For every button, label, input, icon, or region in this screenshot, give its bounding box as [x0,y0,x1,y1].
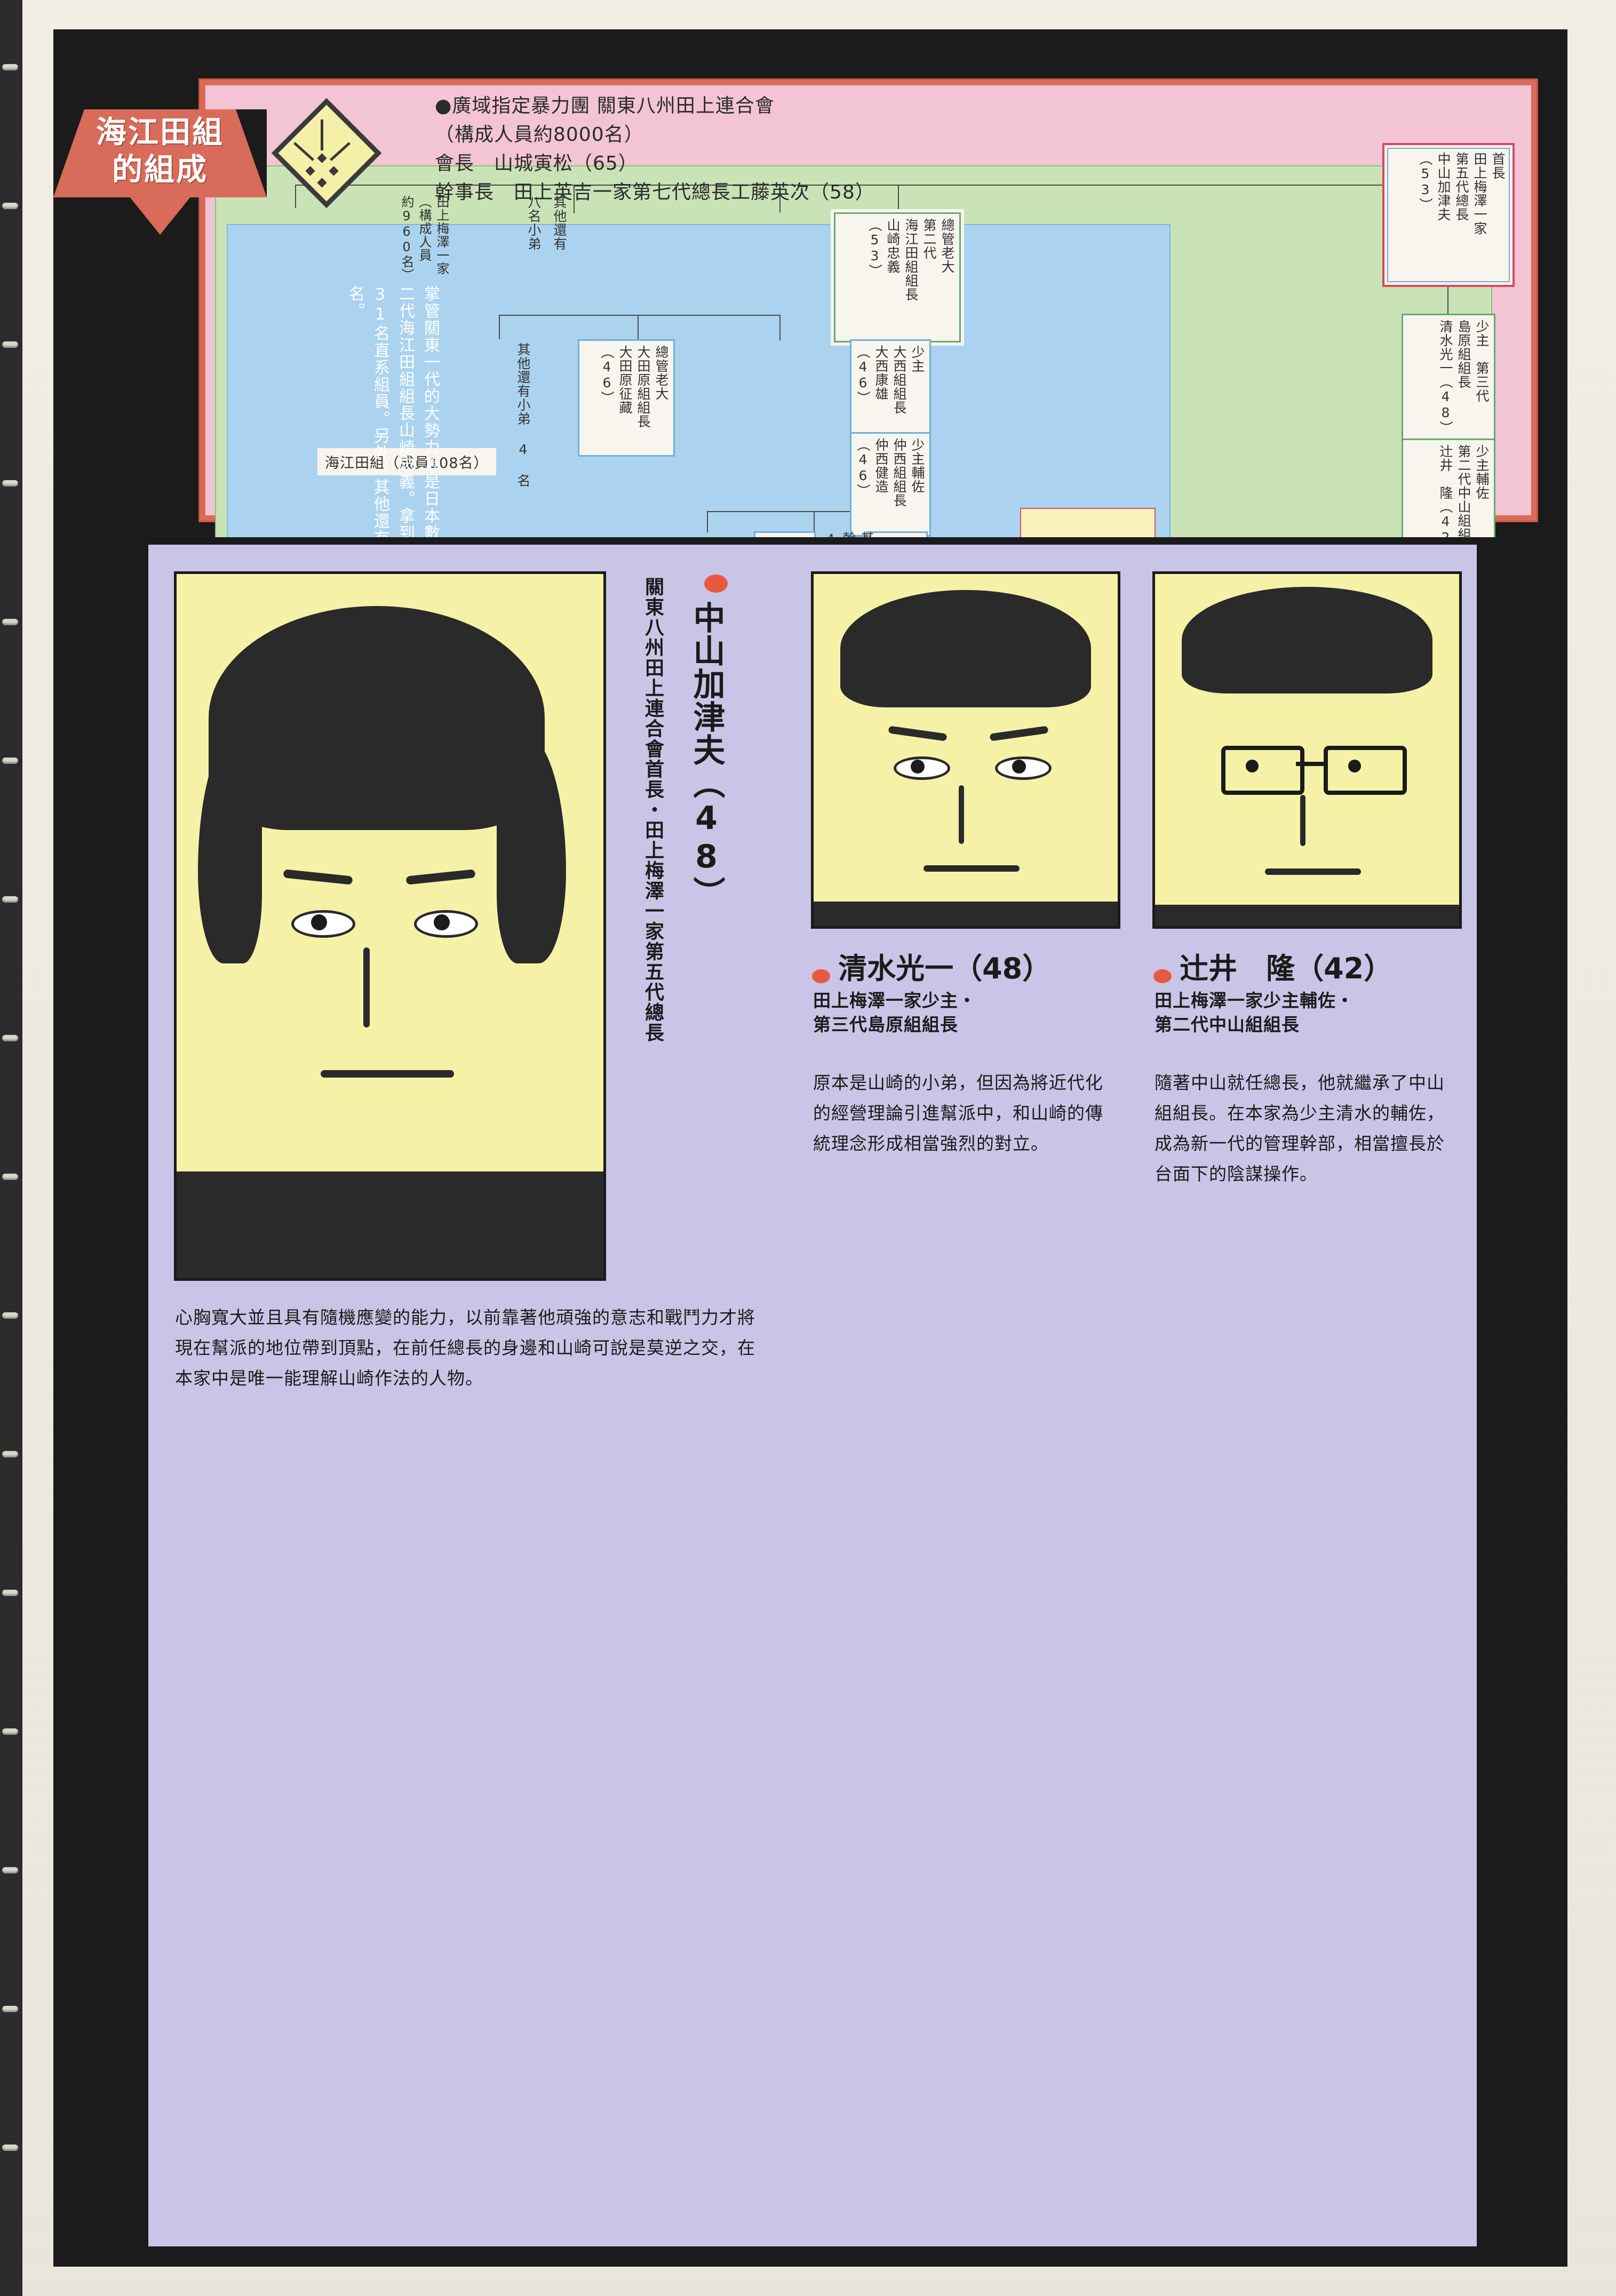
portrait-image-nakayama [174,571,606,1281]
connector [295,185,296,208]
portrait-name-tsujii: 辻井 隆（42） [1180,952,1393,985]
federation-line3: 會長 山城寅松（65） [435,153,638,174]
portrait-card-nakayama: 中山加津夫（48） 關東八州田上連合會首長・田上梅澤一家第五代總長 心胸寬大並且… [159,555,789,2236]
federation-line4: 幹事長 田上英吉一家第七代總長工藤英次（58） [435,181,875,203]
portrait-subtitle-tsujii: 田上梅澤一家少主輔佐・ 第二代中山組組長 [1155,990,1354,1035]
connector [814,511,815,532]
portrait-body-shimizu: 原本是山崎的小弟，但因為將近代化的經營理論引進幫派中，和山崎的傳統理念形成相當強… [813,1072,1103,1154]
node-nakanishi[interactable]: 少主輔佐 仲西組組長 仲西健造 （46） [850,432,931,537]
federation-line1: ●廣域指定暴力團 關東八州田上連合會 [435,95,775,117]
kaieda-group-tag: 海江田組（成員108名） [317,448,496,475]
connector [779,185,781,212]
portrait-name-shimizu: 清水光一（48） [838,952,1052,985]
portrait-body-tsujii: 隨著中山就任總長，他就繼承了中山組組長。在本家為少主清水的輔佐，成為新一代的管理… [1155,1072,1445,1184]
node-shoshu-shimizu[interactable]: 少主 第三代 島原組組長 清水光一（48） [1402,314,1495,446]
section-title-line2: 的組成 [112,152,208,187]
node-otawara[interactable]: 總管老大 大田原組組長 大田原征藏 （46） [578,339,675,457]
node-onishi[interactable]: 少主 大西組組長 大西康雄 （46） [850,339,931,442]
portrait-panel: 中山加津夫（48） 關東八州田上連合會首長・田上梅澤一家第五代總長 心胸寬大並且… [53,537,1567,2267]
other-still-label: 其他還有 [552,195,567,251]
connector [898,185,899,213]
connector [638,315,639,339]
connector [499,315,500,339]
node-shucho-nakayama[interactable]: 首長 田上梅澤一家 第五代總長 中山加津夫 （53） [1382,143,1515,287]
portrait-body-nakayama: 心胸寬大並且具有隨機應變的能力，以前靠著他頑強的意志和戰鬥力才將現在幫派的地位帶… [175,1307,755,1389]
title-arrow-icon [129,196,191,235]
family-crest-icon [271,98,382,209]
connector [295,185,1447,186]
connector [707,511,898,512]
label-other-kobun-4: 其他還有小弟 4 名 [515,342,531,488]
bullet-dot-nakayama [704,575,728,593]
section-title-banner: 海江田組 的組成 [53,109,267,235]
section-title-line1: 海江田組 [96,115,224,150]
portrait-card-tsujii: 辻井 隆（42） 田上梅澤一家少主輔佐・ 第二代中山組組長 隨著中山就任總長，他… [1142,555,1472,2236]
federation-header: ●廣域指定暴力團 關東八州田上連合會 （構成人員約8000名） 會長 山城寅松（… [435,92,995,207]
portrait-subtitle-nakayama: 關東八州田上連合會首長・田上梅澤一家第五代總長 [642,577,664,1043]
federation-line2: （構成人員約8000名） [435,124,644,146]
page-frame: ●廣域指定暴力團 關東八州田上連合會 （構成人員約8000名） 會長 山城寅松（… [53,29,1567,2267]
connector [779,315,781,340]
portrait-image-shimizu [811,571,1120,929]
eight-brothers-label: 八名小弟 [526,195,542,251]
portrait-image-tsujii [1152,571,1462,929]
portrait-card-shimizu: 清水光一（48） 田上梅澤一家少主・ 第三代島原組組長 原本是山崎的小弟，但因為… [800,555,1131,2236]
connector [574,185,575,213]
connector [1447,285,1448,315]
portrait-name-nakayama: 中山加津夫（48） [688,601,725,910]
spiral-binding [0,0,22,2296]
node-soukan-yamazaki[interactable]: 總管老大 第二代 海江田組組長 山崎忠義 （53） [834,212,961,342]
bullet-dot-shimizu [812,969,830,983]
connector [707,511,708,532]
connector [499,315,781,316]
family-label: 田上梅澤一家 （構成人員 約960名） [399,195,449,282]
portrait-subtitle-shimizu: 田上梅澤一家少主・ 第三代島原組組長 [813,990,976,1035]
node-shucho-text: 首長 田上梅澤一家 第五代總長 中山加津夫 （53） [1387,148,1510,282]
bullet-dot-tsujii [1153,969,1172,983]
